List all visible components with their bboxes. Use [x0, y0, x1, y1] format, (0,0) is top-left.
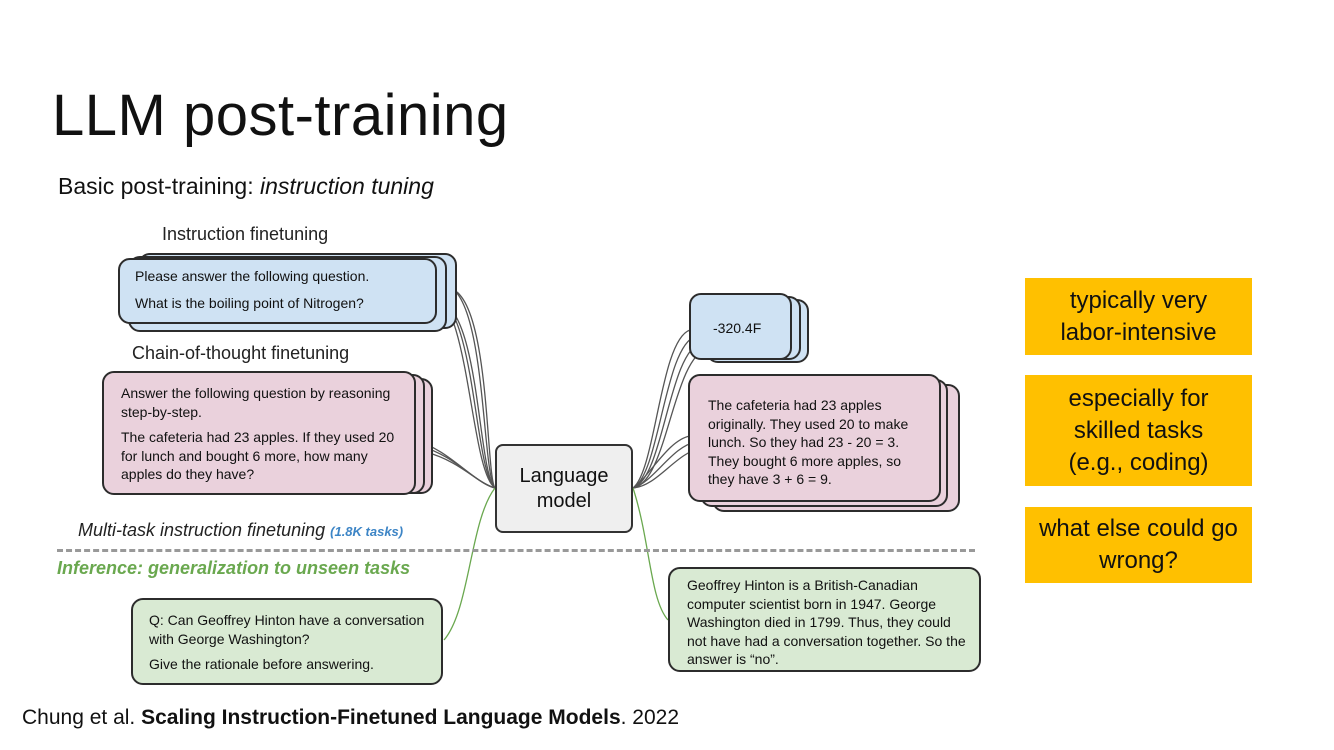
inference-output-card: Geoffrey Hinton is a British-Canadian co…	[668, 567, 981, 672]
cot-input-line: The cafeteria had 23 apples. If they use…	[121, 429, 395, 482]
slide-subtitle: Basic post-training: instruction tuning	[58, 173, 434, 200]
cot-finetuning-header: Chain-of-thought finetuning	[132, 343, 350, 363]
inference-input-line: Q: Can Geoffrey Hinton have a conversati…	[149, 612, 425, 647]
multitask-label: Multi-task instruction finetuning (1.8K …	[78, 520, 403, 541]
multitask-label-text: Multi-task instruction finetuning	[78, 520, 326, 540]
instruction-finetuning-header: Instruction finetuning	[162, 224, 329, 244]
cot-input-card: Answer the following question by reasoni…	[102, 371, 416, 495]
instruction-output-card: -320.4F	[689, 293, 792, 360]
slide-title: LLM post-training	[52, 83, 509, 148]
inference-label: Inference: generalization to unseen task…	[57, 558, 411, 578]
instruction-input-line: What is the boiling point of Nitrogen?	[135, 294, 364, 311]
citation: Chung et al. Scaling Instruction-Finetun…	[22, 706, 679, 730]
cot-output-text: The cafeteria had 23 apples originally. …	[708, 397, 909, 487]
citation-year: . 2022	[620, 706, 680, 729]
inference-output-text: Geoffrey Hinton is a British-Canadian co…	[687, 577, 966, 667]
divider-dashed	[57, 549, 975, 552]
citation-paper-title: Scaling Instruction-Finetuned Language M…	[141, 706, 621, 729]
cot-input-line: Answer the following question by reasoni…	[121, 385, 391, 420]
callout-what-else: what else could go wrong?	[1025, 507, 1252, 583]
cot-output-card: The cafeteria had 23 apples originally. …	[688, 374, 941, 502]
subtitle-prefix: Basic post-training:	[58, 173, 260, 199]
instruction-output-text: -320.4F	[713, 320, 762, 336]
inference-input-card: Q: Can Geoffrey Hinton have a conversati…	[131, 598, 443, 685]
instruction-input-card: Please answer the following question. Wh…	[118, 258, 437, 324]
inference-input-line: Give the rationale before answering.	[149, 656, 374, 672]
callout-labor-intensive: typically very labor-intensive	[1025, 278, 1252, 355]
citation-authors: Chung et al.	[22, 706, 142, 729]
callout-skilled-tasks: especially for skilled tasks (e.g., codi…	[1025, 375, 1252, 486]
instruction-input-line: Please answer the following question.	[135, 268, 370, 284]
task-count: (1.8K tasks)	[330, 524, 404, 539]
language-model-box: Language model	[495, 444, 633, 533]
subtitle-emphasis: instruction tuning	[259, 173, 434, 199]
